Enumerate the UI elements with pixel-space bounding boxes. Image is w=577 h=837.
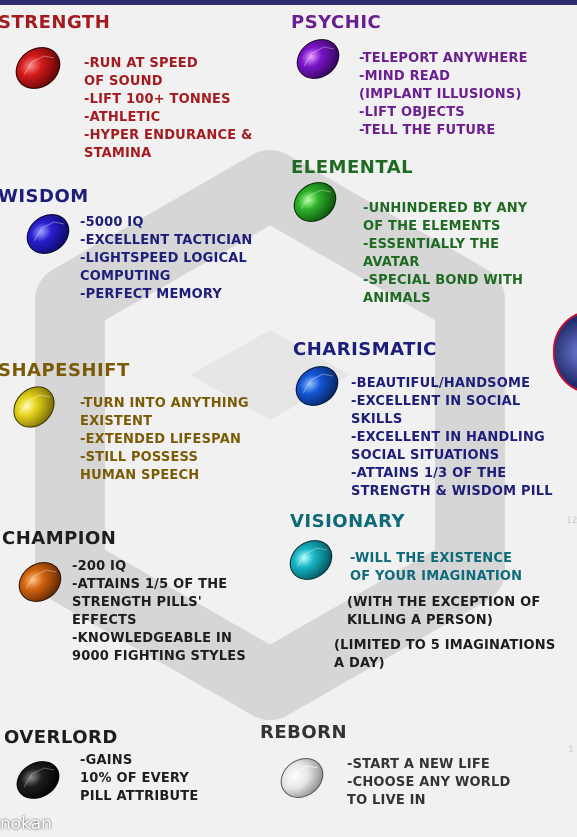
teal-gem-icon (289, 540, 333, 580)
champion-title: CHAMPION (2, 528, 117, 549)
charismatic-abilities: -BEAUTIFUL/HANDSOME -EXCELLENT IN SOCIAL… (351, 375, 553, 501)
ability-line: AVATAR (363, 255, 420, 270)
ability-line: -TURN INTO ANYTHING (80, 396, 249, 411)
edge-mark: 12 (566, 516, 577, 526)
ability-line: PILL ATTRIBUTE (80, 789, 199, 804)
reborn-title: REBORN (260, 722, 348, 743)
visionary-abilities-exception: (WITH THE EXCEPTION OF KILLING A PERSON) (347, 594, 540, 630)
ability-line: 9000 FIGHTING STYLES (72, 649, 246, 664)
ability-line: -LIFT 100+ TONNES (84, 92, 231, 107)
ability-line: -EXCELLENT IN SOCIAL (351, 394, 521, 409)
ability-line: -ATTAINS 1/5 OF THE (72, 577, 228, 592)
overlord-title: OVERLORD (4, 727, 118, 748)
red-gem-icon (15, 47, 61, 89)
overlord-abilities: -GAINS 10% OF EVERY PILL ATTRIBUTE (80, 752, 198, 806)
visionary-title: VISIONARY (290, 511, 405, 532)
purple-gem-icon (296, 39, 340, 79)
ability-line: -KNOWLEDGEABLE IN (72, 631, 233, 646)
ability-line: -WILL THE EXISTENCE (350, 551, 513, 566)
wisdom-abilities: -5000 IQ -EXCELLENT TACTICIAN -LIGHTSPEE… (80, 214, 252, 304)
ability-line: KILLING A PERSON) (347, 613, 494, 628)
wisdom-title: WISDOM (0, 186, 89, 207)
visionary-abilities-limit: (LIMITED TO 5 IMAGINATIONS A DAY) (334, 637, 555, 673)
ability-line: OF SOUND (84, 74, 163, 89)
ability-line: (LIMITED TO 5 IMAGINATIONS (334, 638, 556, 653)
ability-line: OF THE ELEMENTS (363, 219, 501, 234)
ability-line: -5000 IQ (80, 215, 144, 230)
ability-line: (WITH THE EXCEPTION OF (347, 595, 541, 610)
blue-gem-icon (26, 214, 70, 254)
ability-line: -CHOOSE ANY WORLD (347, 775, 511, 790)
strength-title: STRENGTH (0, 12, 111, 33)
ability-line: -LIFT OBJECTS (359, 105, 465, 120)
ability-line: -200 IQ (72, 559, 127, 574)
ability-line: -TELEPORT ANYWHERE (359, 51, 528, 66)
ability-line: COMPUTING (80, 269, 171, 284)
strength-abilities: -RUN AT SPEED OF SOUND -LIFT 100+ TONNES… (84, 55, 253, 163)
ability-line: -ATHLETIC (84, 110, 161, 125)
ability-line: OF YOUR IMAGINATION (350, 569, 523, 584)
ability-line: EXISTENT (80, 414, 153, 429)
ability-line: SKILLS (351, 412, 403, 427)
ability-line: 10% OF EVERY (80, 771, 190, 786)
edge-mark: 1 (568, 745, 574, 755)
yellow-gem-icon (13, 386, 55, 428)
shapeshift-title: SHAPESHIFT (0, 360, 130, 381)
ability-line: -ATTAINS 1/3 OF THE (351, 466, 507, 481)
elemental-title: ELEMENTAL (291, 157, 414, 178)
ability-line: -ESSENTIALLY THE (363, 237, 500, 252)
ability-line: -PERFECT MEMORY (80, 287, 223, 302)
ability-line: HUMAN SPEECH (80, 468, 200, 483)
ability-line: (IMPLANT ILLUSIONS) (359, 87, 522, 102)
white-gem-icon (280, 758, 324, 798)
psychic-title: PSYCHIC (291, 12, 382, 33)
ability-line: -EXCELLENT IN HANDLING (351, 430, 545, 445)
ability-line: SOCIAL SITUATIONS (351, 448, 500, 463)
ability-line: EFFECTS (72, 613, 137, 628)
psychic-abilities: -TELEPORT ANYWHERE -MIND READ (IMPLANT I… (359, 50, 528, 140)
ability-line: TO LIVE IN (347, 793, 426, 808)
reborn-abilities: -START A NEW LIFE -CHOOSE ANY WORLD TO L… (347, 756, 510, 810)
champion-abilities: -200 IQ -ATTAINS 1/5 OF THE STRENGTH PIL… (72, 558, 246, 666)
ability-line: -MIND READ (359, 69, 451, 84)
black-gem-icon (16, 761, 60, 799)
ability-line: -EXTENDED LIFESPAN (80, 432, 242, 447)
green-gem-icon (293, 182, 337, 222)
ability-line: -STILL POSSESS (80, 450, 199, 465)
ability-line: -BEAUTIFUL/HANDSOME (351, 376, 531, 391)
royal-blue-gem-icon (295, 366, 339, 406)
ability-line: -GAINS (80, 753, 133, 768)
ability-line: -LIGHTSPEED LOGICAL (80, 251, 247, 266)
ability-line: ANIMALS (363, 291, 431, 306)
ability-line: A DAY) (334, 656, 385, 671)
watermark: nokan (0, 814, 52, 834)
elemental-abilities: -UNHINDERED BY ANY OF THE ELEMENTS -ESSE… (363, 200, 527, 308)
ability-line: STRENGTH & WISDOM PILL (351, 484, 553, 499)
ability-line: -UNHINDERED BY ANY (363, 201, 528, 216)
ability-line: STAMINA (84, 146, 152, 161)
ability-line: STRENGTH PILLS' (72, 595, 202, 610)
ability-line: -RUN AT SPEED (84, 56, 198, 71)
shapeshift-abilities: -TURN INTO ANYTHING EXISTENT -EXTENDED L… (80, 395, 249, 485)
top-border (0, 0, 577, 5)
ability-line: -SPECIAL BOND WITH (363, 273, 524, 288)
ability-line: -TELL THE FUTURE (359, 123, 496, 138)
ability-line: -EXCELLENT TACTICIAN (80, 233, 253, 248)
orange-gem-icon (18, 562, 62, 602)
charismatic-title: CHARISMATIC (293, 339, 437, 360)
ability-line: -HYPER ENDURANCE & (84, 128, 253, 143)
visionary-abilities-primary: -WILL THE EXISTENCE OF YOUR IMAGINATION (350, 550, 522, 586)
ability-line: -START A NEW LIFE (347, 757, 490, 772)
